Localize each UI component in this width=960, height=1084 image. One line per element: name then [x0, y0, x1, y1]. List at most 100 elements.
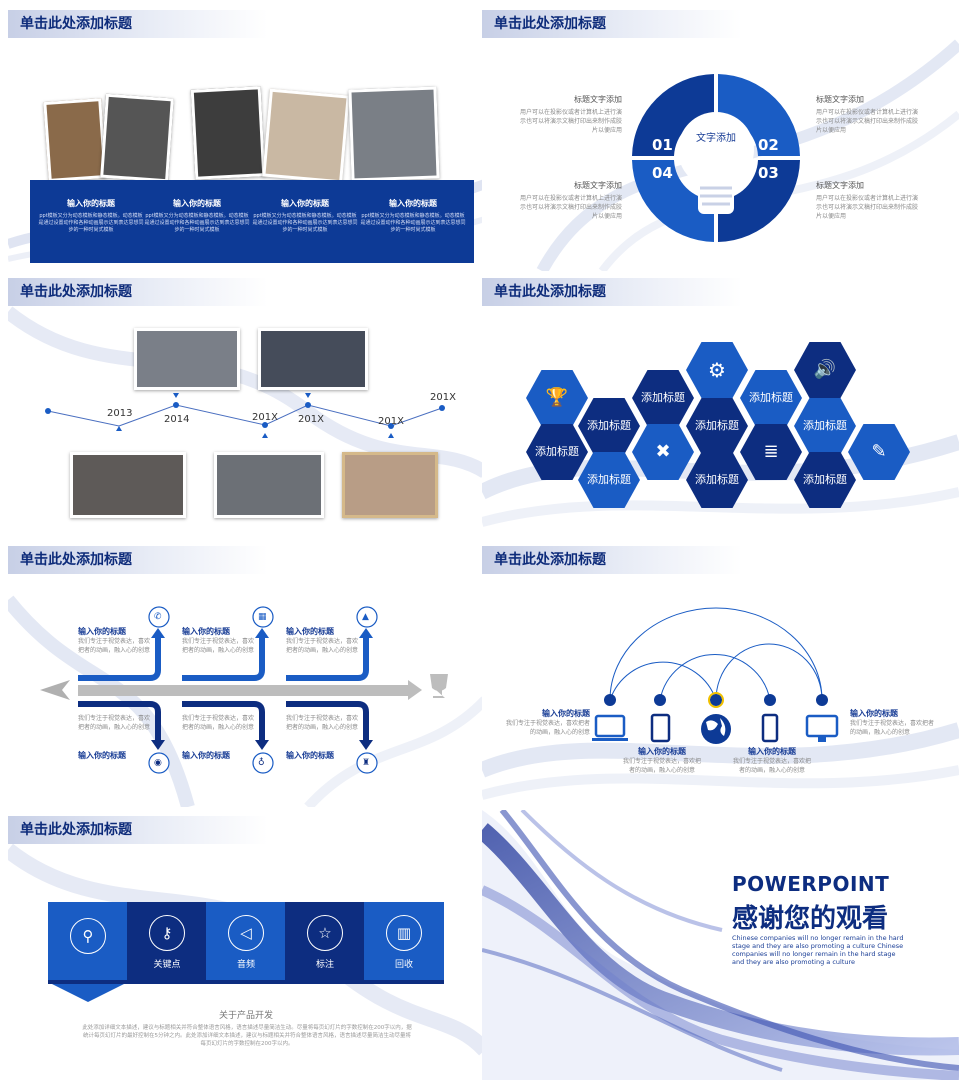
brand-title: POWERPOINT — [732, 872, 890, 896]
hex-label: 添加标题 — [749, 391, 793, 404]
branch-text: 我们专注于视觉表达，喜欢把者的动画，融入心的创意 — [182, 638, 255, 654]
hex-label: 添加标题 — [803, 419, 847, 432]
block-title: 标题文字添加 — [816, 181, 864, 190]
tile-label: 标注 — [315, 959, 334, 970]
quadrant-number: 04 — [652, 164, 673, 182]
thanks-title: 感谢您的观看 — [732, 904, 889, 934]
bulb-icon: ♁ — [258, 758, 265, 768]
block-text: 用户可以在投影仪或者计算机上进行演示也可以将演示文稿打印出来制作成胶片以便应用 — [519, 195, 622, 220]
block-title: 标题文字添加 — [574, 181, 622, 190]
branch-title: 输入你的标题 — [182, 751, 230, 760]
branch-title: 输入你的标题 — [182, 627, 230, 636]
branch-text-top-3: 输入你的标题 我们专注于视觉表达，喜欢把者的动画，融入心的创意 — [286, 626, 362, 655]
tile-baseline — [48, 980, 444, 984]
timeline-year: 2014 — [164, 414, 190, 425]
feature-title: 输入你的标题 — [67, 199, 115, 208]
feature-text: ppt模板又分为动态模板和静态模板。动态模板是通过设置动作和各种动画展示达到表达… — [144, 213, 250, 233]
hex-label: 添加标题 — [695, 419, 739, 432]
slide-title: 单击此处添加标题 — [482, 10, 742, 38]
text-block-bottom-left: 标题文字添加 用户可以在投影仪或者计算机上进行演示也可以将演示文稿打印出来制作成… — [516, 180, 622, 221]
tile-mark[interactable]: ☆ 标注 — [285, 902, 365, 982]
notepad-icon: ✎ — [871, 441, 887, 462]
tile-search[interactable]: ⚲ — [48, 902, 128, 1002]
branch-text-bottom-1: 我们专注于视觉表达，喜欢把者的动画，融入心的创意 — [78, 714, 154, 732]
device-title: 输入你的标题 — [638, 747, 686, 756]
branch-text: 我们专注于视觉表达，喜欢把者的动画，融入心的创意 — [182, 715, 255, 731]
block-title: 标题文字添加 — [816, 95, 864, 104]
bulb-ring-diagram — [632, 74, 800, 242]
timeline-year: 201X — [298, 414, 324, 425]
branch-text-top-1: 输入你的标题 我们专注于视觉表达，喜欢把者的动画，融入心的创意 — [78, 626, 154, 655]
slide-4[interactable]: 单击此处添加标题 🏆 添加标题 添加标题 添加标题 添加标题 ✖ ⚙ 添加标题 … — [482, 272, 959, 539]
block-text: 用户可以在投影仪或者计算机上进行演示也可以将演示文稿打印出来制作成胶片以便应用 — [816, 195, 919, 220]
star-icon: ☆ — [307, 914, 343, 951]
branch-title: 输入你的标题 — [78, 627, 126, 636]
block-text: 用户可以在投影仪或者计算机上进行演示也可以将演示文稿打印出来制作成胶片以便应用 — [519, 109, 622, 134]
photo-walking — [214, 452, 324, 518]
english-tagline: Chinese companies will no longer remain … — [732, 934, 904, 966]
text-block-top-left: 标题文字添加 用户可以在投影仪或者计算机上进行演示也可以将演示文稿打印出来制作成… — [516, 94, 622, 135]
text-block-top-right: 标题文字添加 用户可以在投影仪或者计算机上进行演示也可以将演示文稿打印出来制作成… — [816, 94, 922, 135]
trash-icon: ▥ — [386, 914, 422, 951]
device-text: 我们专注于视觉表达，喜欢把者的动画，融入心的创意 — [622, 758, 701, 774]
slide-2[interactable]: 单击此处添加标题 文字添加 01 02 04 03 标题文字添加 用户可以在投影… — [482, 4, 959, 271]
feature-text: ppt模板又分为动态模板和静态模板。动态模板是通过设置动作和各种动画展示达到表达… — [360, 213, 466, 233]
hex-label: 添加标题 — [587, 419, 631, 432]
slide-8[interactable]: POWERPOINT 感谢您的观看 Chinese companies will… — [482, 810, 959, 1080]
quadrant-number: 03 — [758, 164, 779, 182]
timeline-year: 2013 — [107, 408, 133, 419]
device-title: 输入你的标题 — [850, 709, 898, 718]
quadrant-number: 01 — [652, 136, 673, 154]
hex-label: 添加标题 — [587, 473, 631, 486]
feature-box: 输入你的标题 ppt模板又分为动态模板和静态模板。动态模板是通过设置动作和各种动… — [30, 180, 474, 263]
photo-notebook — [100, 93, 174, 183]
gear-icon: ⚙ — [708, 358, 726, 382]
slide-title: 单击此处添加标题 — [8, 816, 268, 844]
photo-desk-phone — [43, 98, 107, 182]
photo-writing — [262, 88, 350, 184]
device-title: 输入你的标题 — [542, 709, 590, 718]
feature-text: ppt模板又分为动态模板和静态模板。动态模板是通过设置动作和各种动画展示达到表达… — [252, 213, 358, 233]
fishbone-diagram — [40, 606, 448, 774]
device-text-right: 输入你的标题 我们专注于视觉表达，喜欢把者的动画，融入心的创意 — [850, 708, 938, 737]
tools-icon: ✖ — [655, 441, 671, 462]
slide-3[interactable]: 单击此处添加标题 2013 2014 201X 201X 201X 201X — [8, 272, 485, 539]
hex-label: 添加标题 — [535, 445, 579, 458]
photo-handshake — [70, 452, 186, 518]
slide-1[interactable]: 单击此处添加标题 输入你的标题 ppt模板又分为动态模板和静态模板。动态模板是通… — [8, 4, 485, 271]
branch-title: 输入你的标题 — [286, 627, 334, 636]
branch-text-top-2: 输入你的标题 我们专注于视觉表达，喜欢把者的动画，融入心的创意 — [182, 626, 258, 655]
feature-col-3: 输入你的标题 ppt模板又分为动态模板和静态模板。动态模板是通过设置动作和各种动… — [252, 198, 358, 234]
photo-team-table — [258, 328, 368, 390]
feature-text: ppt模板又分为动态模板和静态模板。动态模板是通过设置动作和各种动画展示达到表达… — [38, 213, 144, 233]
photo-documents — [342, 452, 438, 518]
tile-label: 音频 — [236, 959, 255, 970]
hex-label: 添加标题 — [803, 473, 847, 486]
block-text: 用户可以在投影仪或者计算机上进行演示也可以将演示文稿打印出来制作成胶片以便应用 — [816, 109, 919, 134]
tile-key[interactable]: ⚷关键点 — [127, 902, 207, 982]
device-text-center-right: 输入你的标题 我们专注于视觉表达，喜欢把者的动画，融入心的创意 — [732, 746, 812, 775]
tile-audio[interactable]: ◁音频 — [206, 902, 286, 982]
slide-6[interactable]: 单击此处添加标题 输入你的标题 我们专注于视觉表达，喜欢把者的动画，融入心的创意… — [482, 540, 959, 807]
trophy-icon: ♜ — [362, 758, 371, 768]
tile-recycle[interactable]: ▥回收 — [364, 902, 444, 982]
feature-title: 输入你的标题 — [389, 199, 437, 208]
timeline-year: 201X — [252, 412, 278, 423]
feature-title: 输入你的标题 — [281, 199, 329, 208]
quadrant-number: 02 — [758, 136, 779, 154]
timeline-year: 201X — [430, 392, 456, 403]
globe-icon: ◉ — [154, 758, 162, 768]
device-text: 我们专注于视觉表达，喜欢把者的动画，融入心的创意 — [850, 720, 935, 736]
about-text: 此处添加详细文本描述，建议与标题相关并符合整体语言风格，语言描述尽量简洁生动。尽… — [82, 1025, 412, 1047]
slide-5[interactable]: 单击此处添加标题 ✆ ▦ ▲ ◉ ♁ ♜ 输入你的标题 我们专注于视觉表达，喜欢… — [8, 540, 485, 807]
device-text: 我们专注于视觉表达，喜欢把者的动画，融入心的创意 — [505, 720, 590, 736]
tile-label: 关键点 — [153, 959, 181, 970]
branch-text: 我们专注于视觉表达，喜欢把者的动画，融入心的创意 — [286, 638, 359, 654]
phone-icon: ✆ — [154, 612, 162, 622]
text-block-bottom-right: 标题文字添加 用户可以在投影仪或者计算机上进行演示也可以将演示文稿打印出来制作成… — [816, 180, 922, 221]
timeline-line — [45, 393, 445, 438]
slide-title: 单击此处添加标题 — [482, 278, 742, 306]
hex-label: 添加标题 — [695, 473, 739, 486]
branch-text: 我们专注于视觉表达，喜欢把者的动画，融入心的创意 — [286, 715, 359, 731]
branch-title: 输入你的标题 — [286, 751, 334, 760]
